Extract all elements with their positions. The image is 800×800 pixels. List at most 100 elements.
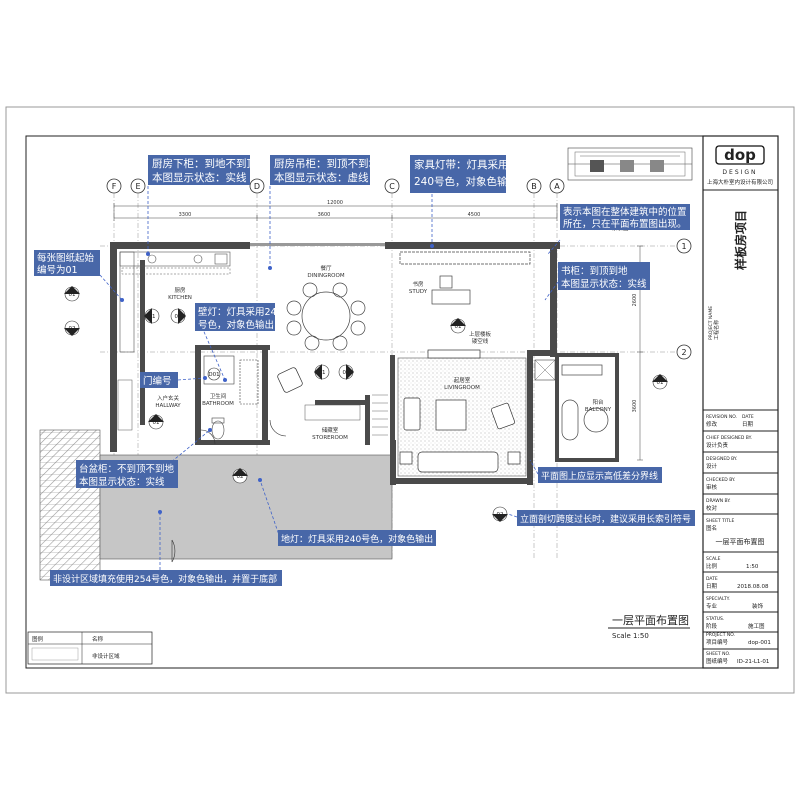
svg-text:240号色，对象色输出: 240号色，对象色输出: [414, 175, 518, 188]
armchair: [277, 367, 303, 393]
dim-top-total: 12000: [327, 200, 343, 206]
leader-dots: [120, 244, 434, 514]
specialty-label: SPECIALTY.: [706, 596, 730, 602]
tag-1: 01: [69, 292, 76, 298]
balcony-furniture: [561, 364, 609, 441]
sheet-title-cn: 图名: [706, 524, 717, 532]
svg-text:厨房吊柜：到顶不到地: 厨房吊柜：到顶不到地: [274, 157, 379, 170]
tag-2: 02: [69, 326, 76, 332]
dim-right-2: 3600: [632, 400, 638, 413]
project-no-cn: 项目编号: [706, 638, 729, 646]
callout-vanity: 台盆柜：不到顶不到地 本图显示状态：实线: [76, 460, 178, 488]
project-name-cn: 工程名称: [713, 320, 720, 340]
svg-text:号色，对象色输出: 号色，对象色输出: [198, 319, 274, 331]
shoe-cabinet: [117, 379, 133, 431]
checked-label: CHECKED BY.: [706, 477, 735, 483]
callout-furniture-light: 家具灯带：灯具采用 240号色，对象色输出: [410, 155, 518, 193]
specialty-value: 装饰: [752, 602, 764, 610]
room-storage-en: STOREROOM: [312, 435, 348, 441]
callout-door-number: 门编号: [140, 372, 178, 388]
axis-e: E: [135, 182, 140, 191]
svg-text:本图显示状态：实线: 本图显示状态：实线: [561, 278, 647, 290]
project-name: 样板房项目: [733, 210, 748, 270]
room-balcony-en: BALCONY: [585, 407, 612, 413]
dim-top-1: 3300: [179, 212, 192, 218]
svg-text:表示本图在整体建筑中的位置: 表示本图在整体建筑中的位置: [563, 206, 687, 218]
sheet-no-label: SHEET NO.: [706, 651, 730, 657]
stair-well: [40, 430, 100, 580]
tag-10: 01: [455, 324, 462, 330]
svg-text:本图显示状态：实线: 本图显示状态：实线: [79, 476, 165, 488]
dining-table: [286, 282, 366, 351]
callout-numbering: 每张图纸起始 编号为01: [34, 250, 100, 276]
living-furniture: [399, 349, 521, 473]
tag-9: 02: [343, 370, 350, 376]
room-hallway: 入户玄关: [157, 394, 180, 402]
project-name-label: PROJECT NAME: [708, 306, 714, 340]
axis-f: F: [112, 182, 117, 191]
tag-6: 01: [153, 420, 160, 426]
date-value: 2018.08.08: [737, 584, 769, 590]
svg-text:家具灯带：灯具采用: 家具灯带：灯具采用: [414, 158, 509, 171]
elevation-tag-arrows: [64, 286, 668, 522]
designed-cn: 设计: [706, 462, 718, 470]
status-label: STATUS.: [706, 616, 724, 622]
svg-text:本图显示状态：虚线: 本图显示状态：虚线: [274, 171, 369, 184]
status-cn: 阶段: [706, 622, 718, 630]
legend-swatch: [31, 647, 79, 661]
drawn-label: DRAWN BY.: [706, 498, 731, 504]
room-living-en: LIVINGROOM: [444, 385, 480, 391]
svg-text:编号为01: 编号为01: [37, 264, 78, 276]
kitchen-wall-cabinet: [121, 267, 231, 275]
axis-1: 1: [681, 242, 686, 251]
svg-text:立面剖切跨度过长时，建议采用长索引符号: 立面剖切跨度过长时，建议采用长索引符号: [520, 513, 691, 525]
company-logo: [715, 145, 765, 165]
revision-label: REVISION NO.: [706, 414, 737, 420]
callout-bookcase: 书柜：到顶到地 本图显示状态：实线: [558, 262, 650, 290]
room-storage: 储藏室: [322, 426, 339, 434]
svg-text:每张图纸起始: 每张图纸起始: [37, 252, 95, 264]
room-kitchen: 厨房: [174, 286, 186, 294]
tag-door: D01: [208, 372, 219, 378]
svg-text:厨房下柜：到地不到顶: 厨房下柜：到地不到顶: [152, 157, 257, 170]
logo-text: dop: [724, 146, 756, 164]
legend-box: 图例 名称 非设计区域: [27, 631, 153, 665]
sheet-title-label: SHEET TITLE: [706, 518, 734, 524]
tag-7: 02: [237, 474, 244, 480]
walls: [110, 242, 560, 485]
room-dining: 餐厅: [320, 264, 332, 272]
room-hallway-en: HALLWAY: [155, 403, 181, 409]
storage-shelf: [304, 404, 361, 421]
legend-col2: 名称: [92, 635, 104, 643]
scale-label: SCALE: [706, 556, 721, 562]
date-cn: 日期: [742, 421, 754, 428]
company-name: 上海大朴室内设计有限公司: [707, 178, 773, 186]
dim-top-3: 4500: [468, 212, 481, 218]
callout-non-design: 非设计区域填充使用254号色，对象色输出，并置于底部: [50, 570, 282, 586]
callout-kitchen-wall: 厨房吊柜：到顶不到地 本图显示状态：虚线: [270, 155, 379, 185]
scale-value: 1:50: [746, 564, 759, 570]
axis-a: A: [554, 182, 560, 191]
callout-position: 表示本图在整体建筑中的位置 所在，只在平面布置图出现。: [560, 204, 690, 230]
callout-kitchen-base: 厨房下柜：到地不到顶 本图显示状态：实线: [148, 155, 257, 185]
callout-floor-light: 地灯：灯具采用240号色，对象色输出: [278, 530, 436, 546]
room-dining-en: DININGROOM: [307, 273, 344, 279]
leader-lines: [99, 186, 561, 570]
specialty-cn: 专业: [706, 602, 718, 610]
room-kitchen-en: KITCHEN: [168, 295, 192, 301]
drawing-scale: Scale 1:50: [612, 632, 649, 640]
date2-cn: 日期: [706, 583, 718, 590]
stair-note: 上层楼板: [469, 330, 492, 338]
project-no-value: dop-001: [748, 640, 771, 646]
room-study-en: STUDY: [409, 289, 428, 295]
room-bathroom: 卫生间: [210, 392, 227, 400]
chief-label: CHIEF DESIGNED BY.: [706, 435, 752, 441]
svg-text:平面图上应显示高低差分界线: 平面图上应显示高低差分界线: [541, 470, 658, 482]
room-study: 书房: [412, 280, 424, 288]
tag-11: 01: [657, 380, 664, 386]
balcony-frame: [555, 353, 619, 462]
axis-b: B: [531, 182, 537, 191]
axis-d: D: [254, 182, 260, 191]
